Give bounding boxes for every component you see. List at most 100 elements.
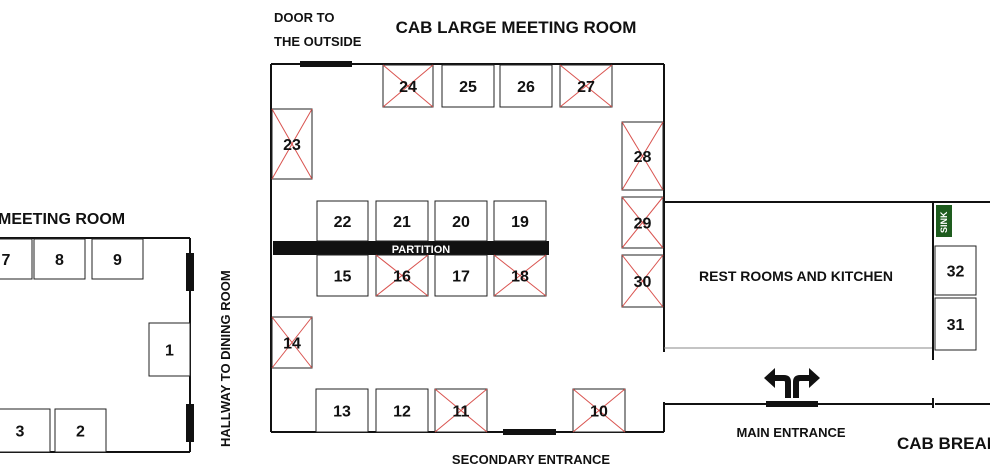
partition-label: PARTITION: [392, 244, 451, 256]
booth-number: 12: [393, 404, 411, 421]
rest-rooms-label: REST ROOMS AND KITCHEN: [699, 268, 893, 284]
booth-18: 18: [493, 254, 547, 297]
booth-31: 31: [934, 297, 977, 351]
booth-cross-mark: [271, 316, 313, 369]
booth-8: 8: [33, 238, 86, 280]
booth-cross-mark: [382, 64, 434, 108]
booth-number: 27: [577, 79, 595, 96]
booth-box: [934, 297, 977, 351]
secondary-door: [503, 429, 556, 435]
booth-number: 15: [334, 269, 352, 286]
large-room-title: CAB LARGE MEETING ROOM: [396, 18, 637, 37]
booth-7: 7: [0, 238, 33, 280]
booth-box: [33, 238, 86, 280]
booth-28: 28: [621, 121, 664, 191]
booth-box: [0, 408, 51, 453]
booth-14: 14: [271, 316, 313, 369]
booth-number: 20: [452, 214, 470, 231]
door-to-outside-label-line2: THE OUTSIDE: [274, 34, 362, 49]
sink-label: SINK: [939, 211, 949, 233]
booth-20: 20: [434, 200, 488, 242]
booth-number: 18: [511, 269, 529, 286]
booth-cross-mark: [572, 388, 626, 433]
booth-cross-mark: [434, 388, 488, 433]
booth-box: [316, 200, 369, 242]
booth-21: 21: [375, 200, 429, 242]
booth-box: [441, 64, 495, 108]
booth-27: 27: [559, 64, 613, 108]
booth-11: 11: [434, 388, 488, 433]
booth-box: [499, 64, 553, 108]
main-entrance-label: MAIN ENTRANCE: [736, 425, 845, 440]
booth-3: 3: [0, 408, 51, 453]
outside-door: [300, 61, 352, 67]
booth-15: 15: [316, 254, 369, 297]
sink: [936, 205, 952, 237]
booth-number: 8: [55, 252, 64, 269]
booth-box: [375, 388, 429, 433]
booth-box: [0, 238, 33, 280]
secondary-entrance-label: SECONDARY ENTRANCE: [452, 452, 611, 467]
booth-number: 19: [511, 214, 529, 231]
small-room-title: MEETING ROOM: [0, 211, 125, 228]
booth-number: 29: [634, 216, 652, 233]
booth-26: 26: [499, 64, 553, 108]
booth-12: 12: [375, 388, 429, 433]
booth-23: 23: [271, 108, 313, 180]
door-to-outside-label-line1: DOOR TO: [274, 10, 334, 25]
booth-box: [493, 200, 547, 242]
booth-16: 16: [375, 254, 429, 297]
booth-number: 14: [283, 336, 301, 353]
booth-box: [434, 200, 488, 242]
booth-25: 25: [441, 64, 495, 108]
booth-32: 32: [934, 245, 977, 296]
booth-number: 23: [283, 137, 301, 154]
booth-number: 16: [393, 269, 411, 286]
booth-cross-mark: [621, 196, 664, 249]
booth-box: [91, 238, 144, 280]
booth-number: 32: [947, 264, 965, 281]
booth-box: [316, 254, 369, 297]
booth-1: 1: [148, 322, 191, 377]
booth-number: 22: [334, 214, 352, 231]
booth-17: 17: [434, 254, 488, 297]
booth-box: [375, 200, 429, 242]
large-meeting-room: PARTITION: [270, 61, 665, 435]
booth-cross-mark: [621, 254, 664, 308]
booth-number: 10: [590, 404, 608, 421]
booth-cross-mark: [559, 64, 613, 108]
booth-number: 13: [333, 404, 351, 421]
booth-box: [148, 322, 191, 377]
booth-19: 19: [493, 200, 547, 242]
door-marker: [186, 253, 194, 291]
booth-cross-mark: [375, 254, 429, 297]
booth-number: 11: [453, 404, 470, 421]
booth-number: 9: [113, 252, 122, 269]
booth-number: 7: [2, 252, 11, 269]
hallway-label: HALLWAY TO DINING ROOM: [218, 270, 233, 447]
booth-cross-mark: [271, 108, 313, 180]
booth-number: 26: [517, 79, 535, 96]
booth-2: 2: [54, 408, 107, 453]
booth-box: [434, 254, 488, 297]
booth-number: 3: [16, 424, 25, 441]
booth-30: 30: [621, 254, 664, 308]
booth-number: 24: [399, 79, 417, 96]
booth-cross-mark: [621, 121, 664, 191]
booth-13: 13: [315, 388, 369, 433]
door-marker: [186, 404, 194, 442]
booth-number: 31: [947, 317, 965, 334]
booth-9: 9: [91, 238, 144, 280]
booth-number: 1: [165, 343, 174, 360]
two-way-arrow-icon: [764, 368, 820, 398]
booth-number: 30: [634, 274, 652, 291]
main-entrance-door: [766, 401, 818, 407]
booth-box: [54, 408, 107, 453]
booth-10: 10: [572, 388, 626, 433]
rest-rooms-kitchen: REST ROOMS AND KITCHEN SINK: [663, 201, 990, 360]
booth-29: 29: [621, 196, 664, 249]
booth-box: [315, 388, 369, 433]
main-corridor: [664, 398, 990, 408]
